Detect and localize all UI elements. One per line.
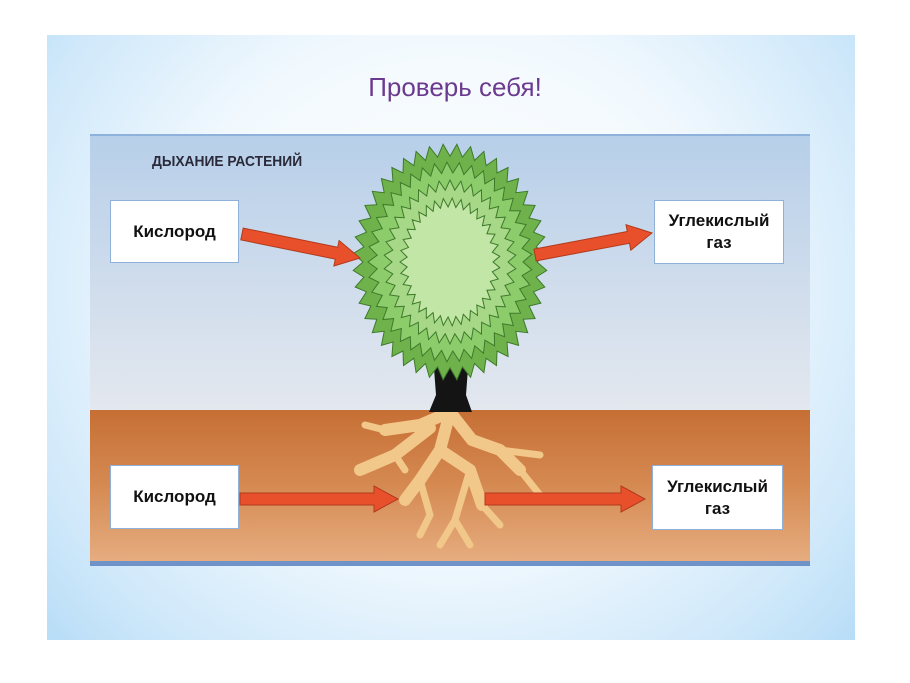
bottom-border xyxy=(90,561,810,566)
label-co2-bottom: Углекислый газ xyxy=(652,465,783,530)
label-co2-top: Углекислый газ xyxy=(654,200,784,264)
roots xyxy=(354,406,544,549)
label-oxygen-bottom: Кислород xyxy=(110,465,239,529)
arrow-co2-from-leaves xyxy=(533,223,654,262)
arrow-oxygen-to-roots xyxy=(239,485,400,513)
arrow-oxygen-to-leaves xyxy=(240,227,362,267)
label-oxygen-top: Кислород xyxy=(110,200,239,263)
diagram-heading: ДЫХАНИЕ РАСТЕНИЙ xyxy=(152,153,303,170)
tree-crown xyxy=(352,143,548,381)
arrow-co2-from-roots xyxy=(484,485,647,513)
crown-layer xyxy=(399,196,501,328)
slide-title: Проверь себя! xyxy=(368,72,542,102)
